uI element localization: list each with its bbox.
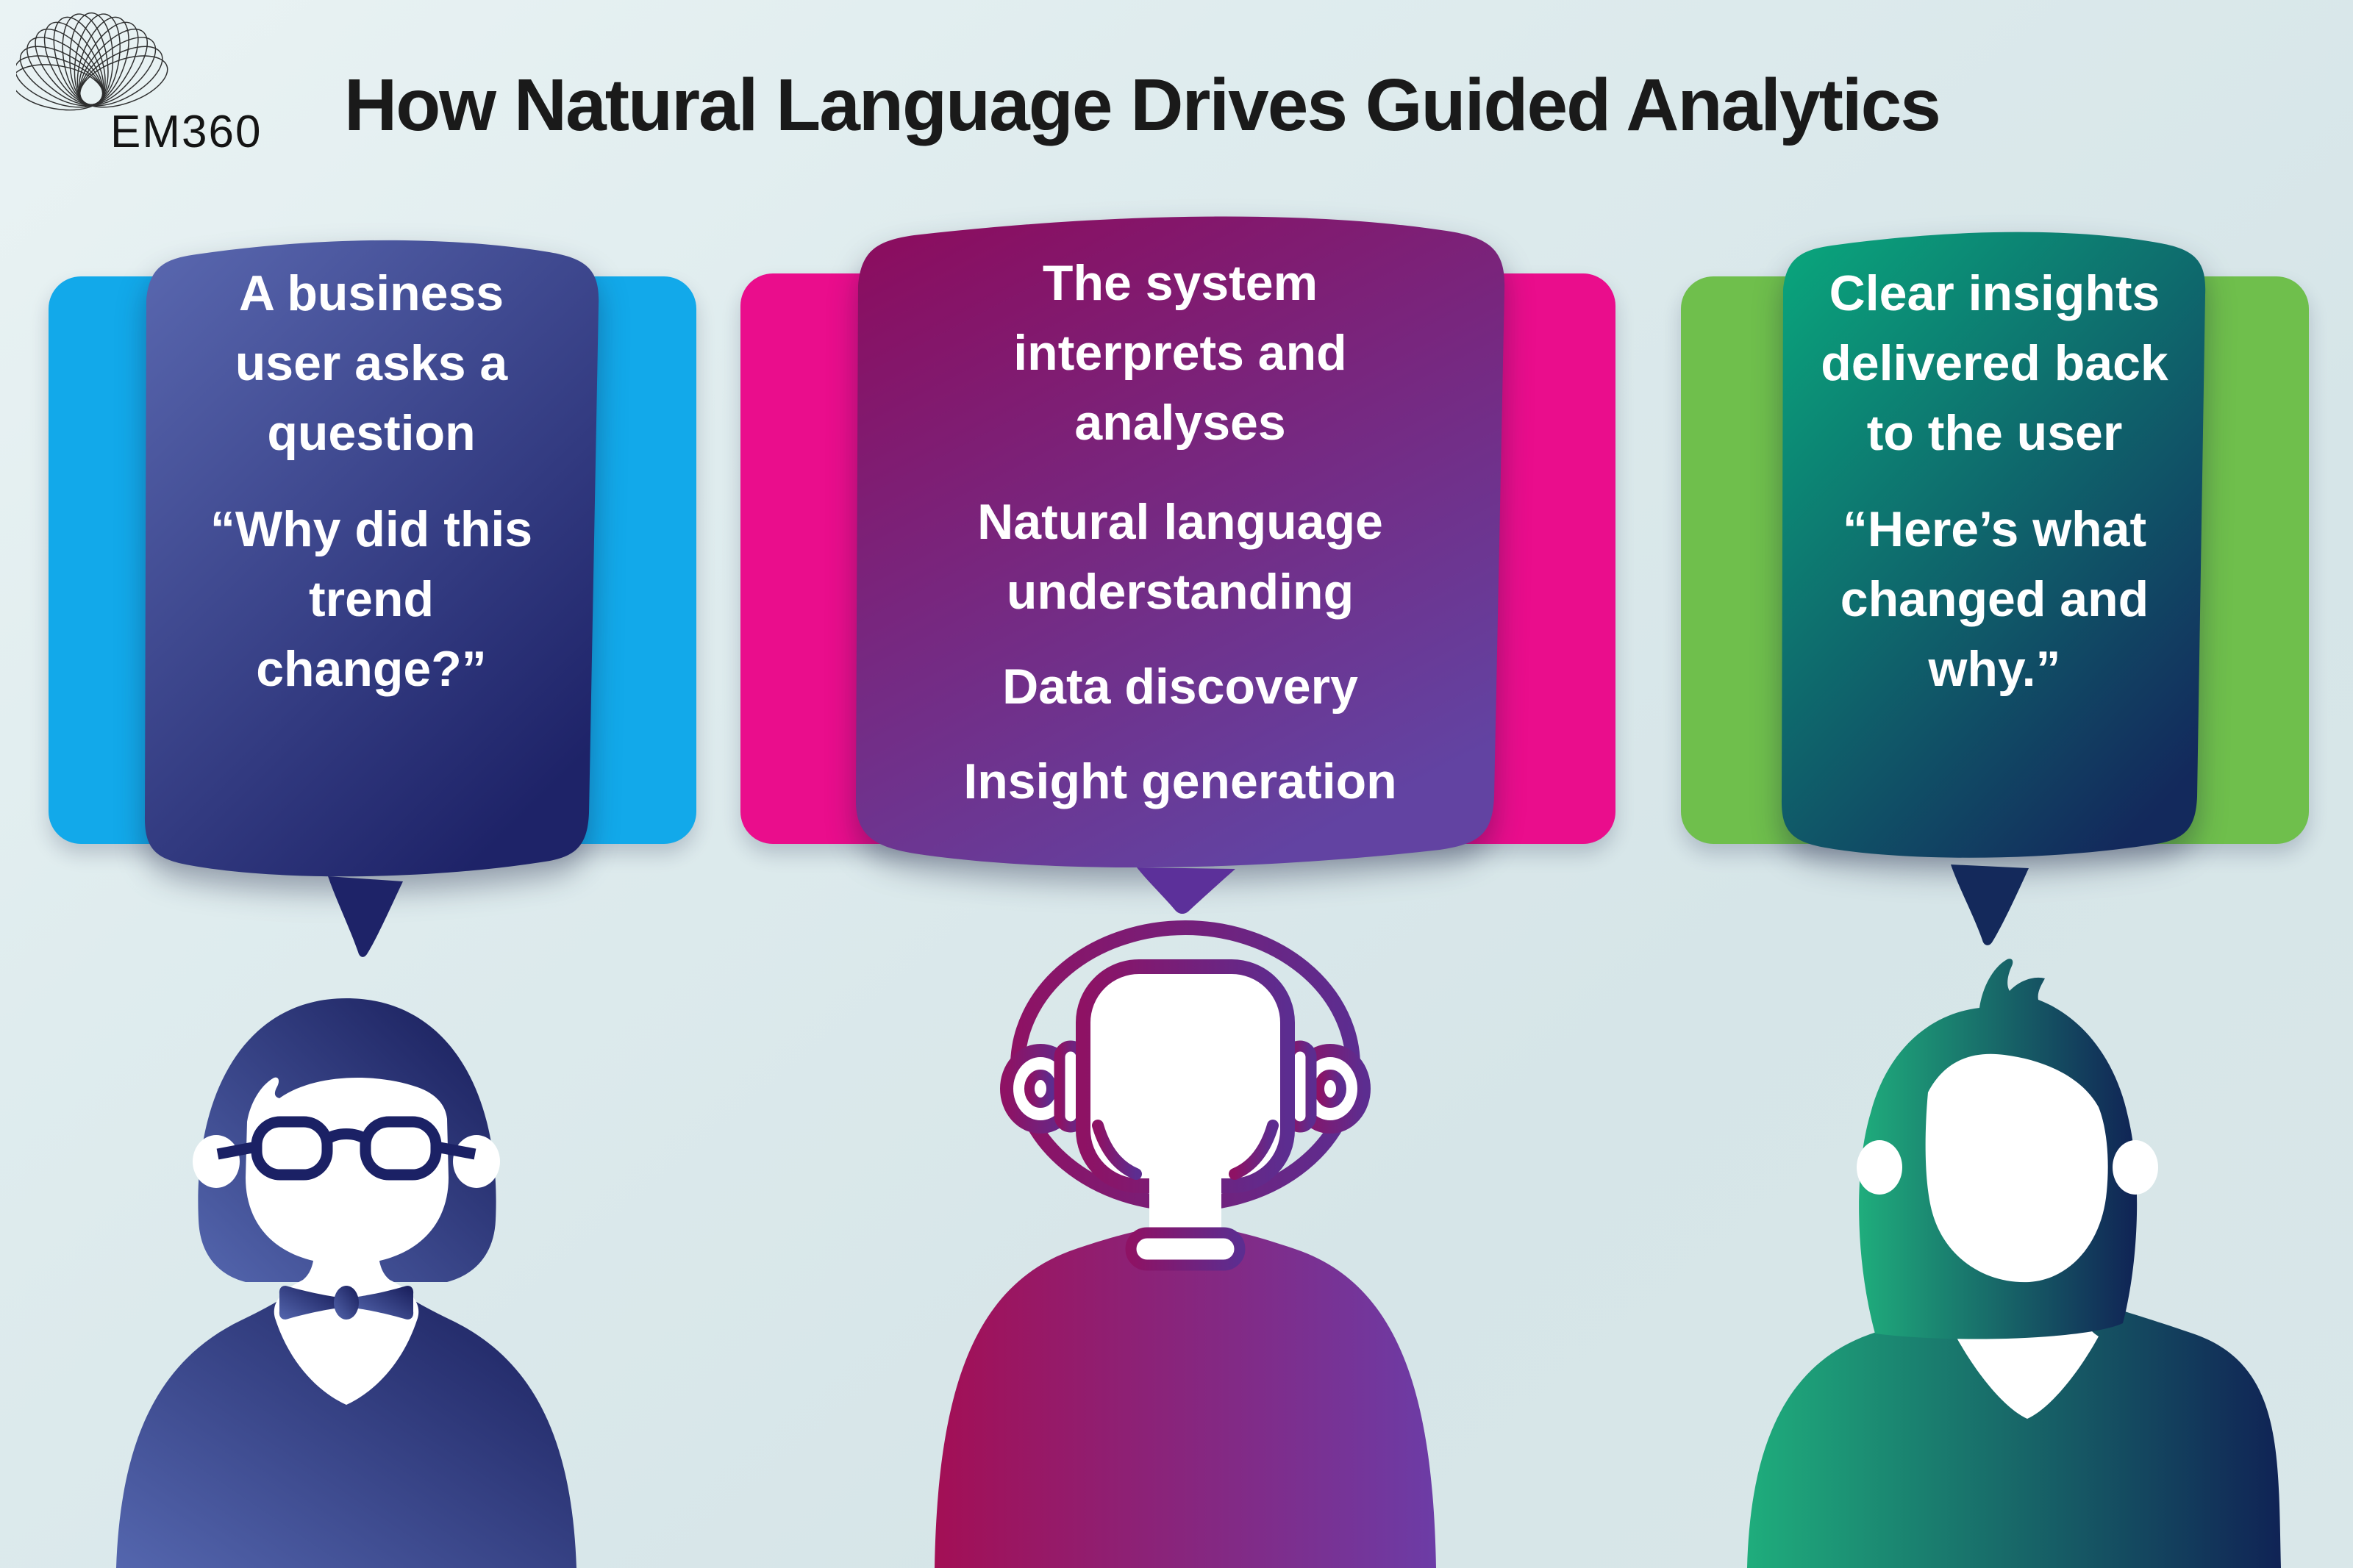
capability-item: Natural language understanding bbox=[977, 494, 1383, 620]
circuit-grid bbox=[1090, 974, 1280, 1051]
bubble-tail-down-icon bbox=[1951, 864, 2029, 945]
speech-bubble-question bbox=[144, 240, 599, 877]
speech-bubble-insights bbox=[1781, 232, 2206, 858]
message-paragraph: The system interprets and analyses bbox=[1013, 255, 1347, 451]
em360-logo-swirl-icon bbox=[11, 12, 168, 111]
message-paragraph: Clear insights delivered back to the use… bbox=[1821, 265, 2168, 461]
page-title: How Natural Language Drives Guided Analy… bbox=[344, 64, 1941, 146]
capability-item: Insight generation bbox=[963, 753, 1397, 809]
bow-tie bbox=[279, 1286, 414, 1320]
quote-paragraph: “Here’s what changed and why.” bbox=[1840, 501, 2149, 697]
bubble-text-question: A business user asks a question “Why did… bbox=[129, 259, 614, 704]
end-user-icon bbox=[1747, 959, 2281, 1568]
capability-item: Data discovery bbox=[1002, 659, 1358, 715]
speech-bubble-system bbox=[856, 216, 1505, 868]
ai-assistant-robot-icon bbox=[935, 920, 1436, 1568]
business-user-icon bbox=[116, 998, 576, 1568]
em360-logo-text: EM360 bbox=[110, 107, 263, 157]
quote-paragraph: “Why did this trend change?” bbox=[210, 501, 533, 697]
bubble-text-system: The system interprets and analyses Natur… bbox=[853, 248, 1507, 817]
message-paragraph: A business user asks a question bbox=[235, 265, 508, 461]
bubble-text-insights: Clear insights delivered back to the use… bbox=[1765, 259, 2224, 704]
em360-logo: EM360 bbox=[11, 1, 325, 185]
bubble-tail-down-icon bbox=[328, 876, 403, 957]
bubble-tail-down-icon bbox=[1137, 867, 1235, 914]
